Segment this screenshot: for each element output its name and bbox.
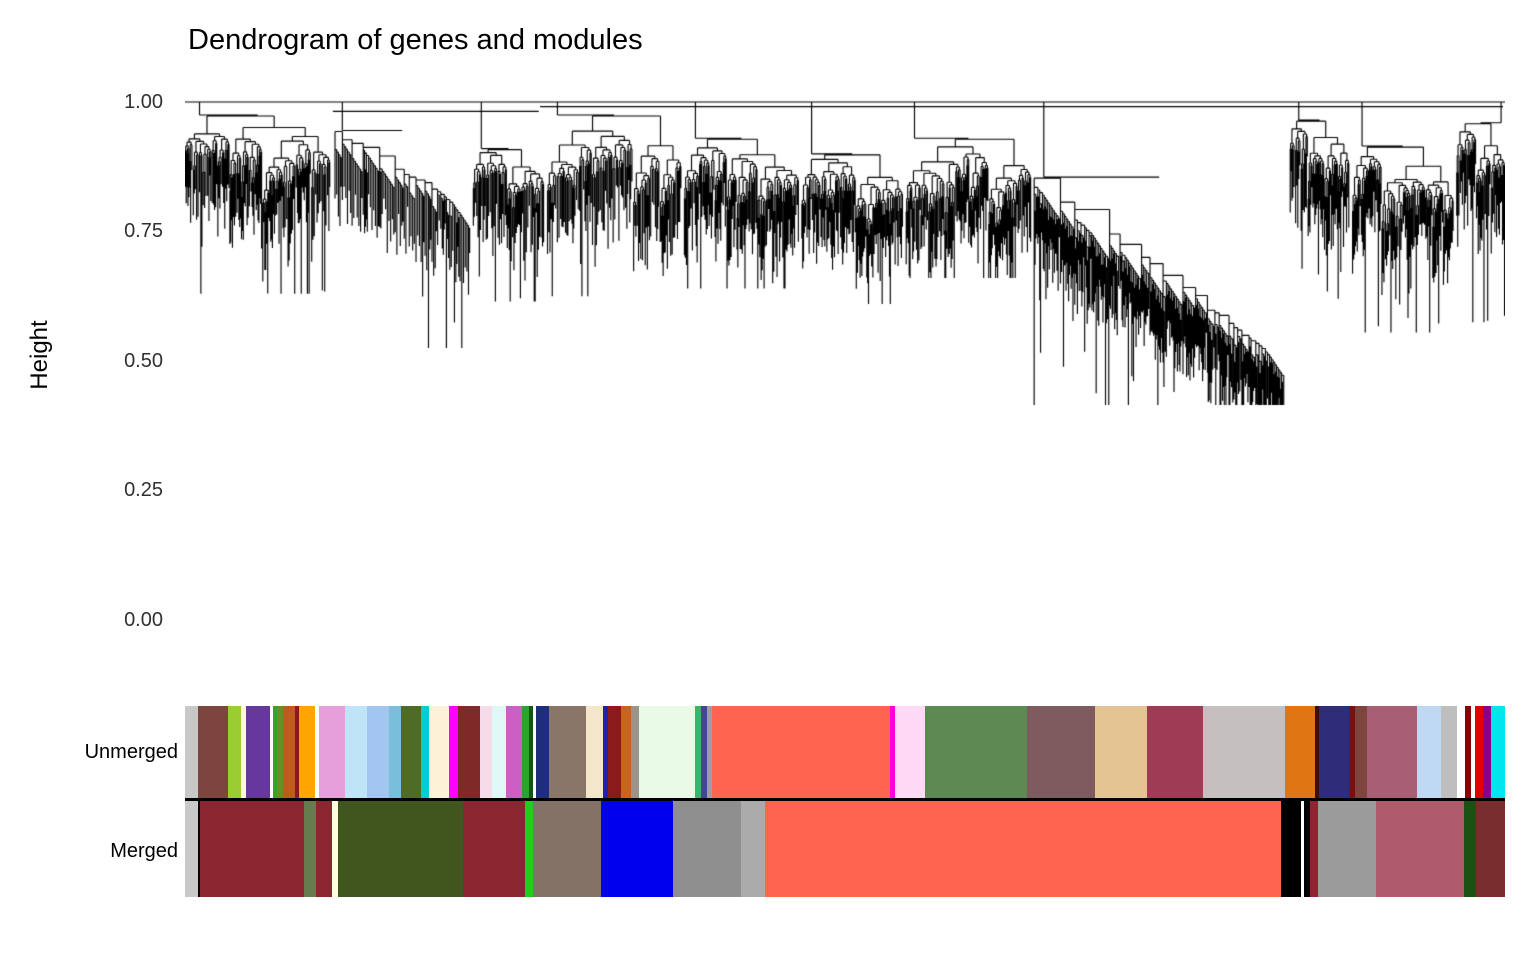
module-color-segment: [600, 801, 673, 897]
module-color-segment: [1309, 801, 1318, 897]
y-tick-label-100: 1.00: [124, 91, 163, 113]
module-color-segment: [607, 706, 621, 798]
merged-color-bar: [185, 801, 1505, 897]
y-axis-label: Height: [26, 320, 53, 390]
module-color-segment: [227, 706, 241, 798]
module-color-segment: [1314, 706, 1319, 798]
module-color-segment: [548, 706, 586, 798]
module-color-segment: [1366, 706, 1417, 798]
module-color-segment: [1094, 706, 1147, 798]
module-color-segment: [199, 801, 304, 897]
module-color-segment: [620, 706, 631, 798]
module-color-segment: [1456, 706, 1465, 798]
module-color-segment: [197, 706, 228, 798]
module-color-segment: [1470, 706, 1475, 798]
module-color-segment: [457, 706, 480, 798]
module-color-segment: [276, 706, 283, 798]
module-color-segment: [420, 706, 429, 798]
module-color-segment: [894, 706, 925, 798]
module-color-segment: [1146, 706, 1203, 798]
module-color-segment: [314, 706, 319, 798]
module-color-segment: [428, 706, 449, 798]
module-color-segment: [711, 706, 890, 798]
module-color-segment: [630, 706, 639, 798]
module-color-segment: [528, 706, 533, 798]
module-color-segment: [318, 706, 345, 798]
module-color-segment: [282, 706, 295, 798]
module-color-segment: [315, 801, 332, 897]
module-color-segment: [1348, 706, 1355, 798]
module-color-segment: [491, 706, 506, 798]
module-color-segment: [185, 801, 198, 897]
module-color-segment: [1463, 801, 1476, 897]
module-color-segment: [1300, 801, 1304, 897]
module-color-segment: [294, 706, 299, 798]
module-color-segment: [344, 706, 367, 798]
module-color-segment: [400, 706, 421, 798]
module-color-segment: [1280, 801, 1301, 897]
module-color-segment: [1490, 706, 1505, 798]
module-color-segment: [245, 706, 270, 798]
module-color-segment: [524, 801, 533, 897]
module-color-segment: [366, 706, 389, 798]
module-color-segment: [1202, 706, 1285, 798]
unmerged-color-bar: [185, 706, 1505, 798]
module-color-segment: [1440, 706, 1457, 798]
module-color-segment: [1317, 801, 1376, 897]
module-color-segment: [388, 706, 401, 798]
module-color-segment: [764, 801, 1281, 897]
module-color-segment: [1475, 801, 1505, 897]
module-color-segment: [521, 706, 529, 798]
module-color-segment: [240, 706, 246, 798]
module-color-segment: [924, 706, 1027, 798]
module-color-segment: [331, 801, 338, 897]
unmerged-row-label: Unmerged: [84, 741, 178, 763]
module-color-segment: [740, 801, 765, 897]
module-color-segment: [1416, 706, 1441, 798]
module-color-segment: [638, 706, 695, 798]
module-color-segment: [1318, 706, 1349, 798]
bar-divider: [185, 798, 1505, 801]
module-color-segment: [1303, 801, 1310, 897]
module-color-segment: [1354, 706, 1367, 798]
module-color-segment: [889, 706, 895, 798]
module-color-segment: [448, 706, 458, 798]
module-color-segment: [272, 706, 277, 798]
module-color-segment: [532, 801, 601, 897]
module-color-segment: [337, 801, 463, 897]
module-color-segment: [1375, 801, 1464, 897]
y-tick-label-050: 0.50: [124, 350, 163, 372]
module-color-segment: [298, 706, 315, 798]
module-color-segment: [535, 706, 549, 798]
dendrogram-canvas: [185, 88, 1505, 628]
module-color-segment: [1482, 706, 1491, 798]
module-color-segment: [197, 801, 200, 897]
chart-title: Dendrogram of genes and modules: [188, 24, 643, 56]
module-color-segment: [1464, 706, 1471, 798]
module-color-segment: [462, 801, 525, 897]
y-tick-label-025: 0.25: [124, 479, 163, 501]
module-color-segment: [185, 706, 198, 798]
module-color-segment: [706, 706, 712, 798]
module-color-segment: [585, 706, 603, 798]
module-color-segment: [672, 801, 741, 897]
module-color-segment: [700, 706, 707, 798]
module-color-segment: [694, 706, 701, 798]
module-color-segment: [602, 706, 608, 798]
module-color-segment: [505, 706, 522, 798]
y-tick-label-075: 0.75: [124, 220, 163, 242]
module-color-segment: [303, 801, 316, 897]
module-color-segment: [1026, 706, 1095, 798]
merged-row-label: Merged: [110, 840, 178, 862]
module-color-segment: [269, 706, 273, 798]
y-tick-label-000: 0.00: [124, 609, 163, 631]
module-color-segment: [479, 706, 492, 798]
module-color-segment: [1284, 706, 1315, 798]
module-color-segment: [1474, 706, 1483, 798]
module-color-segment: [532, 706, 536, 798]
